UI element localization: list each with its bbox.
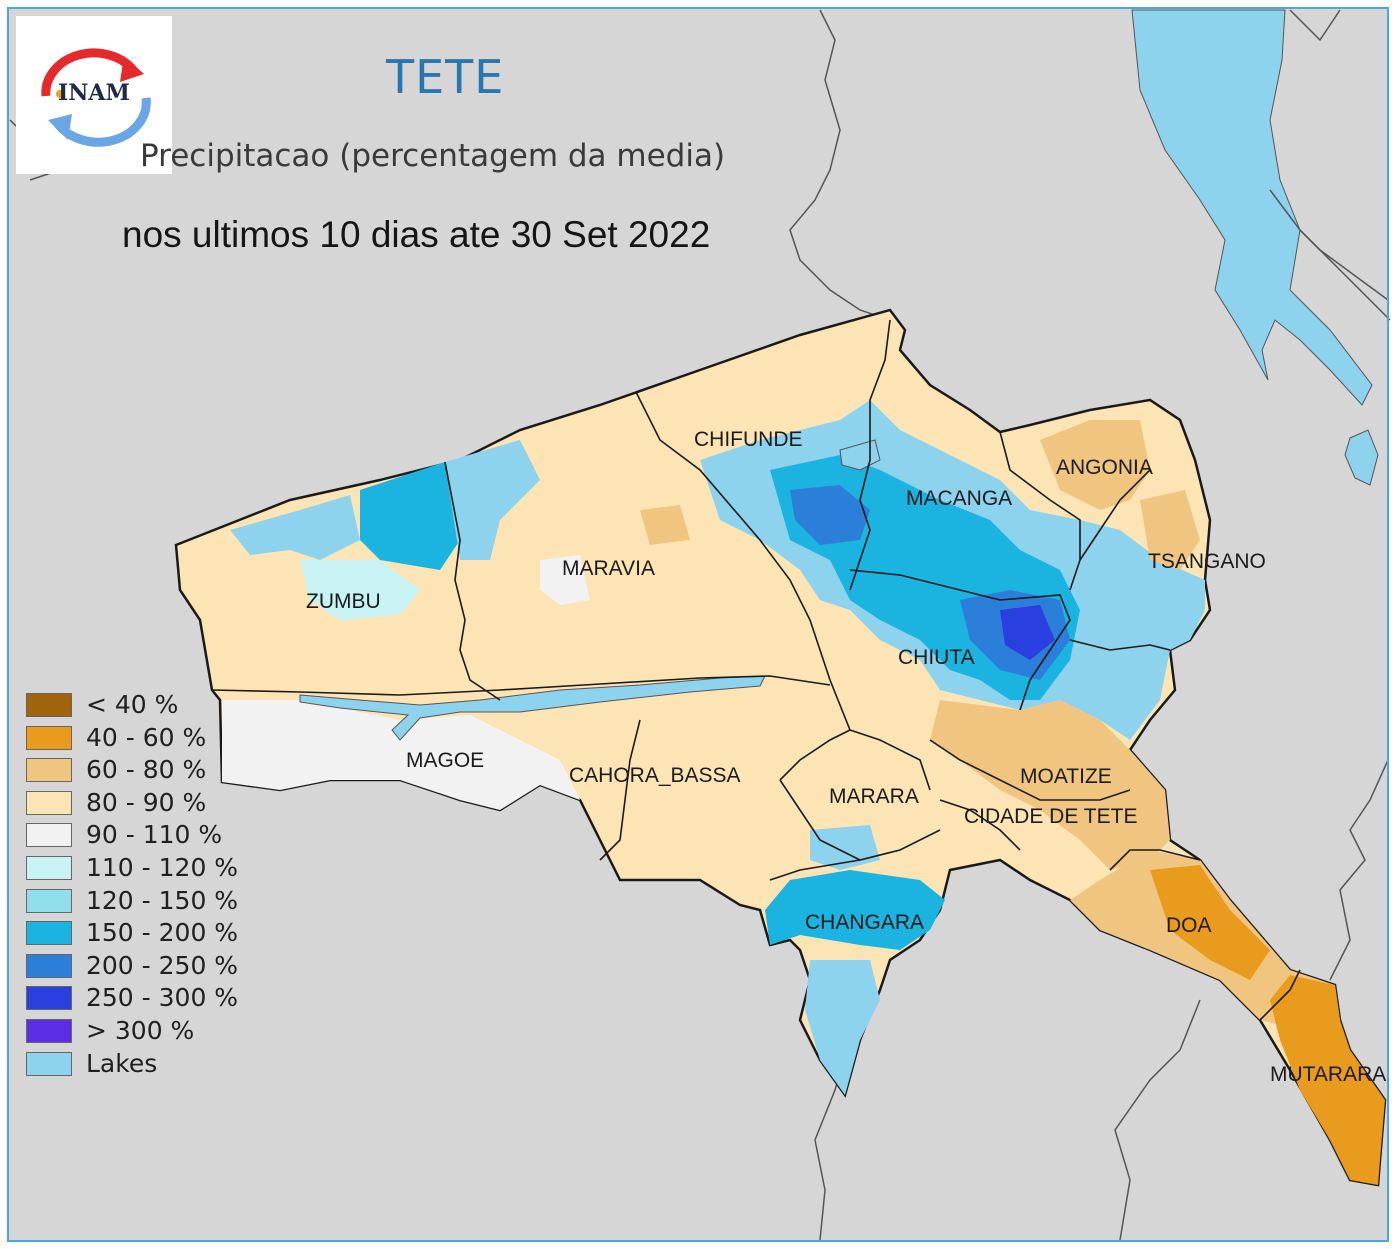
legend-swatch xyxy=(26,921,72,946)
district-label-doa: DOA xyxy=(1166,914,1212,937)
legend-item: 120 - 150 % xyxy=(26,886,256,916)
map-period: nos ultimos 10 dias ate 30 Set 2022 xyxy=(122,214,711,255)
small-lake xyxy=(1344,429,1379,486)
region-dry-tsangano xyxy=(1140,490,1200,570)
legend-swatch xyxy=(26,986,72,1011)
region-wet-zumbu-b xyxy=(300,560,420,620)
legend-item: 110 - 120 % xyxy=(26,853,256,883)
legend-item: 150 - 200 % xyxy=(26,918,256,948)
legend-swatch xyxy=(26,823,72,848)
lake-cahora-bassa xyxy=(299,675,766,741)
district-label-macanga: MACANGA xyxy=(906,487,1013,510)
region-normal-maravia xyxy=(540,555,590,605)
district-label-magoe: MAGOE xyxy=(406,749,485,772)
legend-swatch xyxy=(26,693,72,717)
district-label-cahora-bassa: CAHORA_BASSA xyxy=(569,764,741,787)
legend-item: > 300 % xyxy=(26,1016,256,1046)
region-very-dry-doa xyxy=(1150,865,1270,980)
lake-malawi xyxy=(1131,9,1373,406)
district-label-cidade-de-tete: CIDADE DE TETE xyxy=(964,805,1138,828)
legend-label: < 40 % xyxy=(86,690,179,719)
legend-label: 80 - 90 % xyxy=(86,787,207,817)
map-border xyxy=(7,7,1389,1242)
region-wet-zumbu-c xyxy=(360,462,460,570)
region-wet-zumbu-a xyxy=(230,495,360,560)
legend-item: 60 - 80 % xyxy=(26,755,256,785)
district-label-zumbu: ZUMBU xyxy=(306,590,381,613)
logo-arrows-icon xyxy=(41,48,151,147)
legend-item: 250 - 300 % xyxy=(26,983,256,1013)
region-wet-peak-c xyxy=(1000,605,1055,660)
region-dry-angonia xyxy=(1040,420,1150,510)
inam-logo: INAM xyxy=(16,16,172,174)
region-very-dry-mutarara xyxy=(1270,975,1385,1185)
legend-label: 110 - 120 % xyxy=(86,853,239,882)
district-label-tsangano: TSANGANO xyxy=(1148,550,1266,573)
logo-text: INAM xyxy=(58,80,130,106)
legend-swatch xyxy=(26,758,72,783)
legend-item: Lakes xyxy=(26,1049,256,1079)
legend-item: 200 - 250 % xyxy=(26,951,256,981)
legend-label: 120 - 150 % xyxy=(86,885,239,915)
legend-label: 40 - 60 % xyxy=(86,722,207,752)
legend-swatch xyxy=(26,856,72,880)
legend-swatch xyxy=(26,953,72,978)
legend-swatch xyxy=(26,1019,72,1043)
district-label-chifunde: CHIFUNDE xyxy=(694,428,803,451)
legend-swatch xyxy=(26,1051,72,1076)
map-subtitle: Precipitacao (percentagem da media) xyxy=(140,138,726,174)
legend-label: 90 - 110 % xyxy=(86,820,223,850)
district-label-moatize: MOATIZE xyxy=(1020,765,1112,788)
legend-label: 250 - 300 % xyxy=(86,983,239,1013)
legend-swatch xyxy=(26,790,72,815)
legend-item: 90 - 110 % xyxy=(26,820,256,850)
district-label-chiuta: CHIUTA xyxy=(898,646,975,669)
region-wet-changara xyxy=(765,870,945,950)
region-wet-changara-c xyxy=(805,960,880,1095)
legend-item: 40 - 60 % xyxy=(26,723,256,753)
district-boundaries xyxy=(211,319,1301,1021)
legend-label: 200 - 250 % xyxy=(86,950,239,980)
legend-swatch xyxy=(26,725,72,750)
district-label-maravia: MARAVIA xyxy=(562,557,655,580)
legend-label: > 300 % xyxy=(86,1016,195,1045)
region-dry-moatize xyxy=(930,700,1170,870)
legend-item: 80 - 90 % xyxy=(26,788,256,818)
district-label-changara: CHANGARA xyxy=(805,911,925,934)
legend-item: < 40 % xyxy=(26,690,256,720)
legend-label: 150 - 200 % xyxy=(86,918,239,948)
region-dry-maravia xyxy=(640,505,690,545)
district-label-mutarara: MUTARARA xyxy=(1270,1063,1387,1086)
district-label-angonia: ANGONIA xyxy=(1056,456,1153,479)
district-label-marara: MARARA xyxy=(829,785,919,808)
region-wet-peak-a xyxy=(790,485,870,545)
map-title: TETE xyxy=(386,50,505,104)
legend-swatch xyxy=(26,888,72,913)
region-normal-magoe xyxy=(222,700,580,810)
legend-label: 60 - 80 % xyxy=(86,755,207,785)
legend-label: Lakes xyxy=(86,1048,158,1078)
region-wet-zumbu-d xyxy=(445,440,540,560)
country-borders xyxy=(9,9,1391,1241)
